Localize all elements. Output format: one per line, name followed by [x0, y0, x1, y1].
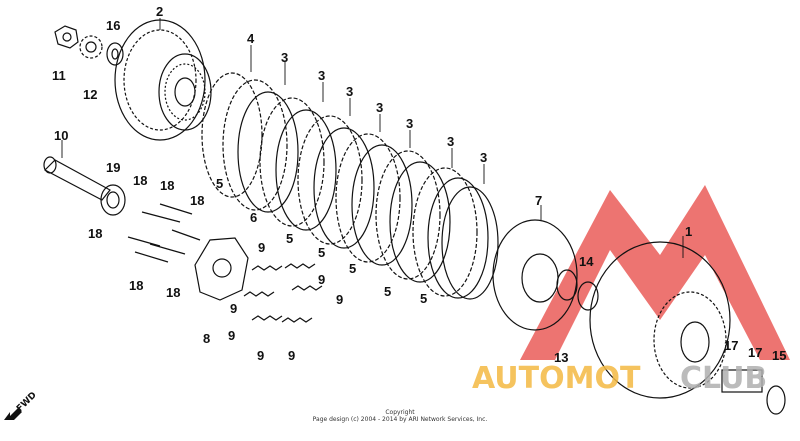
part-16-washer	[106, 42, 124, 66]
callout-11: 11	[52, 68, 66, 83]
part-1-clutch-housing	[589, 241, 731, 399]
svg-text:AUTOMOT: AUTOMOT	[472, 361, 641, 396]
callout-3: 3	[281, 50, 288, 65]
svg-text:CLUB: CLUB	[680, 361, 767, 396]
copyright-notice: Copyright Page design (c) 2004 - 2014 by…	[313, 409, 488, 423]
callout-5: 5	[286, 231, 293, 246]
leader-lines	[61, 18, 684, 258]
callout-9: 9	[318, 272, 325, 287]
callout-3: 3	[376, 100, 383, 115]
callout-15: 15	[772, 348, 786, 363]
part-2-outer-gear	[114, 19, 212, 141]
callout-5: 5	[349, 261, 356, 276]
callout-9: 9	[336, 292, 343, 307]
springs-part-9	[243, 263, 323, 323]
callout-labels: 1 2 3 3 3 3 3 3 3 3 3 4 5 5 5 5 5 5 5 5 …	[52, 4, 786, 365]
callout-17: 17	[748, 345, 762, 360]
watermark-logo	[520, 185, 790, 360]
callout-8: 8	[203, 331, 210, 346]
callout-3: 3	[346, 84, 353, 99]
callout-4: 4	[247, 31, 255, 46]
part-11-nut	[54, 25, 79, 49]
callout-9: 9	[257, 348, 264, 363]
watermark-text: AUTOMOT CLUB	[472, 361, 767, 396]
callout-14: 14	[579, 254, 594, 269]
part-7-pressure-plate	[492, 219, 578, 331]
part-14-washer	[577, 281, 599, 311]
callout-18: 18	[160, 178, 174, 193]
callout-3: 3	[447, 134, 454, 149]
callout-18: 18	[190, 193, 204, 208]
callout-13: 13	[554, 350, 568, 365]
fwd-indicator: FWD	[4, 390, 39, 420]
callout-19: 19	[106, 160, 120, 175]
callout-17: 17	[724, 338, 738, 353]
copyright-line-2: Page design (c) 2004 - 2014 by ARI Netwo…	[313, 416, 488, 423]
part-10-push-rod	[43, 156, 111, 201]
callout-12: 12	[83, 87, 97, 102]
part-19-bearing	[100, 184, 126, 216]
callout-10: 10	[54, 128, 68, 143]
callout-3: 3	[318, 68, 325, 83]
callout-3: 3	[406, 116, 413, 131]
part-15-washer	[766, 385, 786, 415]
callout-7: 7	[535, 193, 542, 208]
callout-18: 18	[133, 173, 147, 188]
bolts-part-18	[127, 203, 201, 263]
callout-3: 3	[480, 150, 487, 165]
callout-2: 2	[156, 4, 163, 19]
callout-5: 5	[420, 291, 427, 306]
callout-5: 5	[318, 245, 325, 260]
callout-18: 18	[166, 285, 180, 300]
callout-9: 9	[288, 348, 295, 363]
clutch-plate-stack	[201, 72, 499, 300]
part-13-guide	[556, 269, 578, 301]
callout-9: 9	[228, 328, 235, 343]
callout-9: 9	[230, 301, 237, 316]
fwd-label: FWD	[15, 390, 39, 414]
callout-5: 5	[216, 176, 223, 191]
callout-5: 5	[384, 284, 391, 299]
callout-9: 9	[258, 240, 265, 255]
callout-18: 18	[129, 278, 143, 293]
copyright-line-1: Copyright	[385, 409, 415, 416]
part-12-lock-washer	[79, 35, 103, 59]
part-17-collar	[721, 369, 763, 393]
callout-18: 18	[88, 226, 102, 241]
callout-1: 1	[685, 224, 692, 239]
part-8-lifter-plate	[194, 237, 249, 301]
callout-16: 16	[106, 18, 120, 33]
callout-6: 6	[250, 210, 257, 225]
